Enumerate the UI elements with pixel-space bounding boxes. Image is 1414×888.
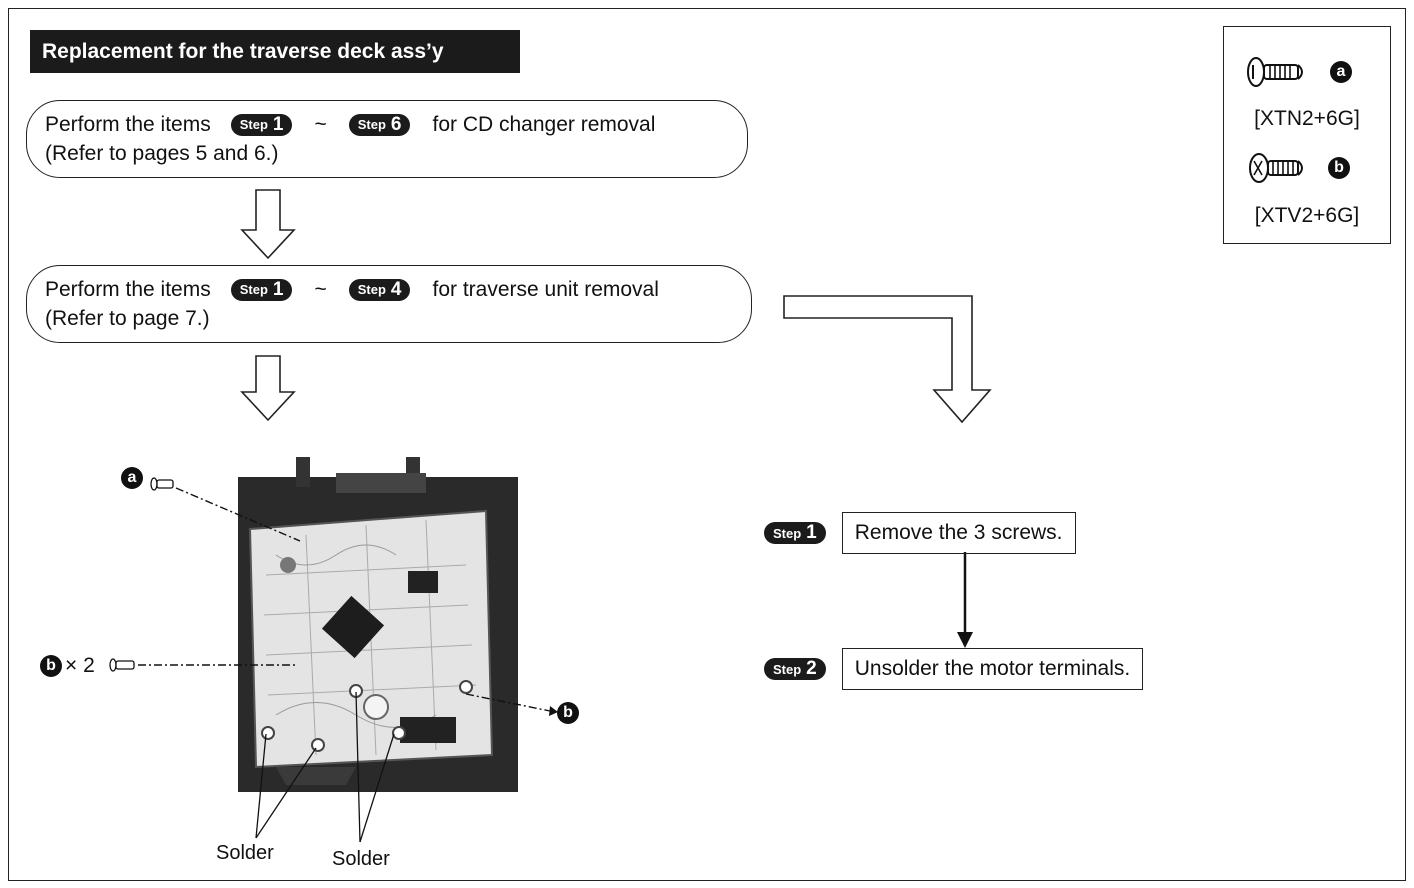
screw-a-code: [XTN2+6G]	[1224, 107, 1390, 131]
range-tilde: ~	[314, 275, 326, 304]
tapping-screw-icon	[1248, 151, 1312, 185]
pan-head-screw-icon	[1246, 55, 1310, 89]
procedure-step-text: Unsolder the motor terminals.	[842, 648, 1143, 690]
legend-row-b: b	[1248, 151, 1350, 185]
pill-note: (Refer to pages 5 and 6.)	[45, 139, 278, 168]
procedure-step-text: Remove the 3 screws.	[842, 512, 1076, 554]
screw-b-marker: b	[1328, 157, 1350, 179]
callout-screw-a: a	[121, 467, 143, 489]
solder-label-right: Solder	[332, 848, 390, 871]
screw-b-count: × 2	[65, 654, 95, 678]
solder-label-left: Solder	[216, 842, 274, 865]
legend-row-a: a	[1246, 55, 1352, 89]
range-tilde: ~	[314, 110, 326, 139]
pill-prefix: Perform the items	[45, 275, 211, 304]
pill-note: (Refer to page 7.)	[45, 304, 210, 333]
traverse-deck-photo	[236, 455, 521, 795]
screw-a-marker: a	[1330, 61, 1352, 83]
callout-screw-b-right: b	[557, 702, 579, 724]
callout-screw-b-left: b × 2	[40, 654, 95, 678]
page-title: Replacement for the traverse deck ass’y	[30, 30, 520, 73]
screw-b-code: [XTV2+6G]	[1224, 204, 1390, 228]
pill-suffix: for CD changer removal	[432, 110, 655, 139]
screw-legend: a [XTN2+6G] b [XTV2+6G]	[1223, 26, 1391, 244]
pill-prefix: Perform the items	[45, 110, 211, 139]
screw-b-marker: b	[40, 655, 62, 677]
pill-suffix: for traverse unit removal	[432, 275, 658, 304]
